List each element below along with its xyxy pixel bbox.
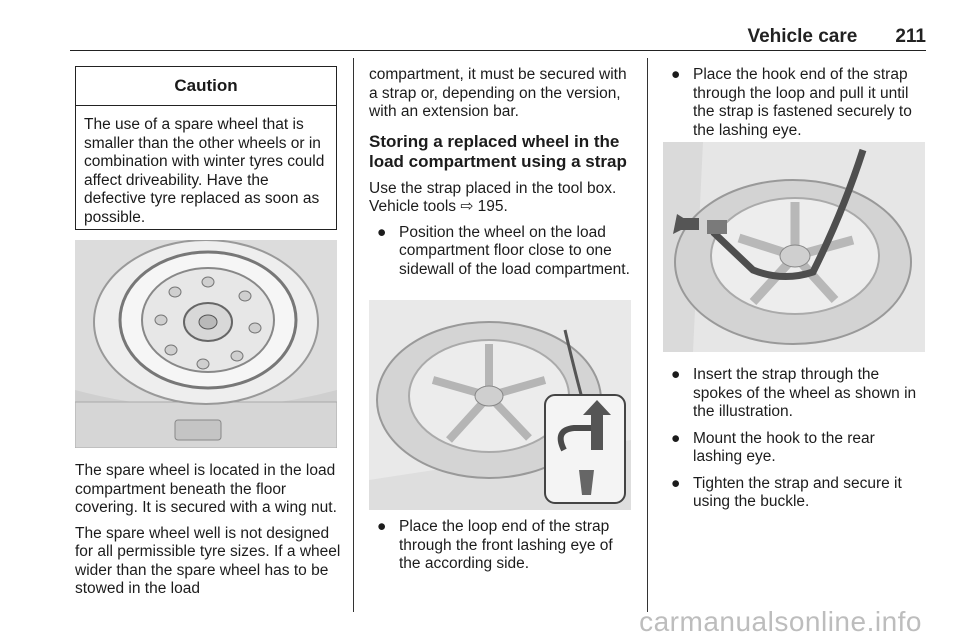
bullet-icon: ●: [671, 429, 681, 447]
column-2-bottom-text: ● Place the loop end of the strap through…: [369, 518, 633, 582]
list-item-text: Insert the strap through the spokes of t…: [693, 366, 917, 420]
list-item: ● Place the hook end of the strap through…: [663, 66, 927, 140]
bullet-list: ● Place the loop end of the strap through…: [369, 518, 633, 574]
section-title: Vehicle care: [747, 26, 858, 47]
column-3-text: ● Place the hook end of the strap through…: [663, 66, 927, 148]
bullet-icon: ●: [671, 474, 681, 492]
list-item-text: Place the hook end of the strap through …: [693, 66, 912, 139]
column-1-text: The spare wheel is located in the load c…: [75, 462, 341, 606]
caution-text: The use of a spare wheel that is smaller…: [84, 116, 325, 226]
bullet-icon: ●: [377, 518, 387, 535]
column-3-bottom-text: ● Insert the strap through the spokes of …: [663, 366, 927, 520]
bullet-list: ● Position the wheel on the load compartm…: [369, 224, 633, 280]
page-header: Vehicle care 211: [70, 26, 926, 51]
paragraph: compartment, it must be secured with a s…: [369, 66, 627, 120]
list-item: ● Insert the strap through the spokes of …: [663, 366, 927, 422]
list-item: ● Tighten the strap and secure it using t…: [663, 475, 927, 512]
page-number: 211: [895, 26, 926, 47]
bullet-list: ● Place the hook end of the strap through…: [663, 66, 927, 140]
column-2-text: compartment, it must be secured with a s…: [369, 66, 633, 287]
list-item-text: Tighten the strap and secure it using th…: [693, 474, 902, 511]
paragraph: The spare wheel is located in the load c…: [75, 462, 337, 516]
caution-box: Caution The use of a spare wheel that is…: [75, 66, 337, 230]
column-divider-1: [353, 58, 354, 612]
paragraph: Use the strap placed in the tool box. Ve…: [369, 179, 617, 216]
list-item-text: Mount the hook to the rear lashing eye.: [693, 429, 875, 466]
column-divider-2: [647, 58, 648, 612]
list-item: ● Position the wheel on the load compartm…: [369, 224, 633, 280]
spare-wheel-well-illustration: [75, 240, 337, 448]
strap-loop-illustration: [369, 300, 631, 510]
section-heading: Storing a replaced wheel in the load com…: [369, 131, 627, 171]
paragraph: The spare wheel well is not designed for…: [75, 524, 341, 598]
list-item: ● Place the loop end of the strap through…: [369, 518, 633, 574]
list-item-text: Position the wheel on the load compartme…: [399, 223, 630, 278]
bullet-list: ● Insert the strap through the spokes of …: [663, 366, 927, 512]
list-item: ● Mount the hook to the rear lashing eye.: [663, 430, 927, 467]
caution-title: Caution: [76, 67, 336, 106]
watermark: carmanualsonline.info: [639, 606, 922, 637]
list-item-text: Place the loop end of the strap through …: [399, 518, 613, 572]
strap-through-spokes-illustration: [663, 142, 925, 352]
bullet-icon: ●: [377, 223, 387, 241]
bullet-icon: ●: [671, 366, 681, 383]
bullet-icon: ●: [671, 66, 681, 83]
